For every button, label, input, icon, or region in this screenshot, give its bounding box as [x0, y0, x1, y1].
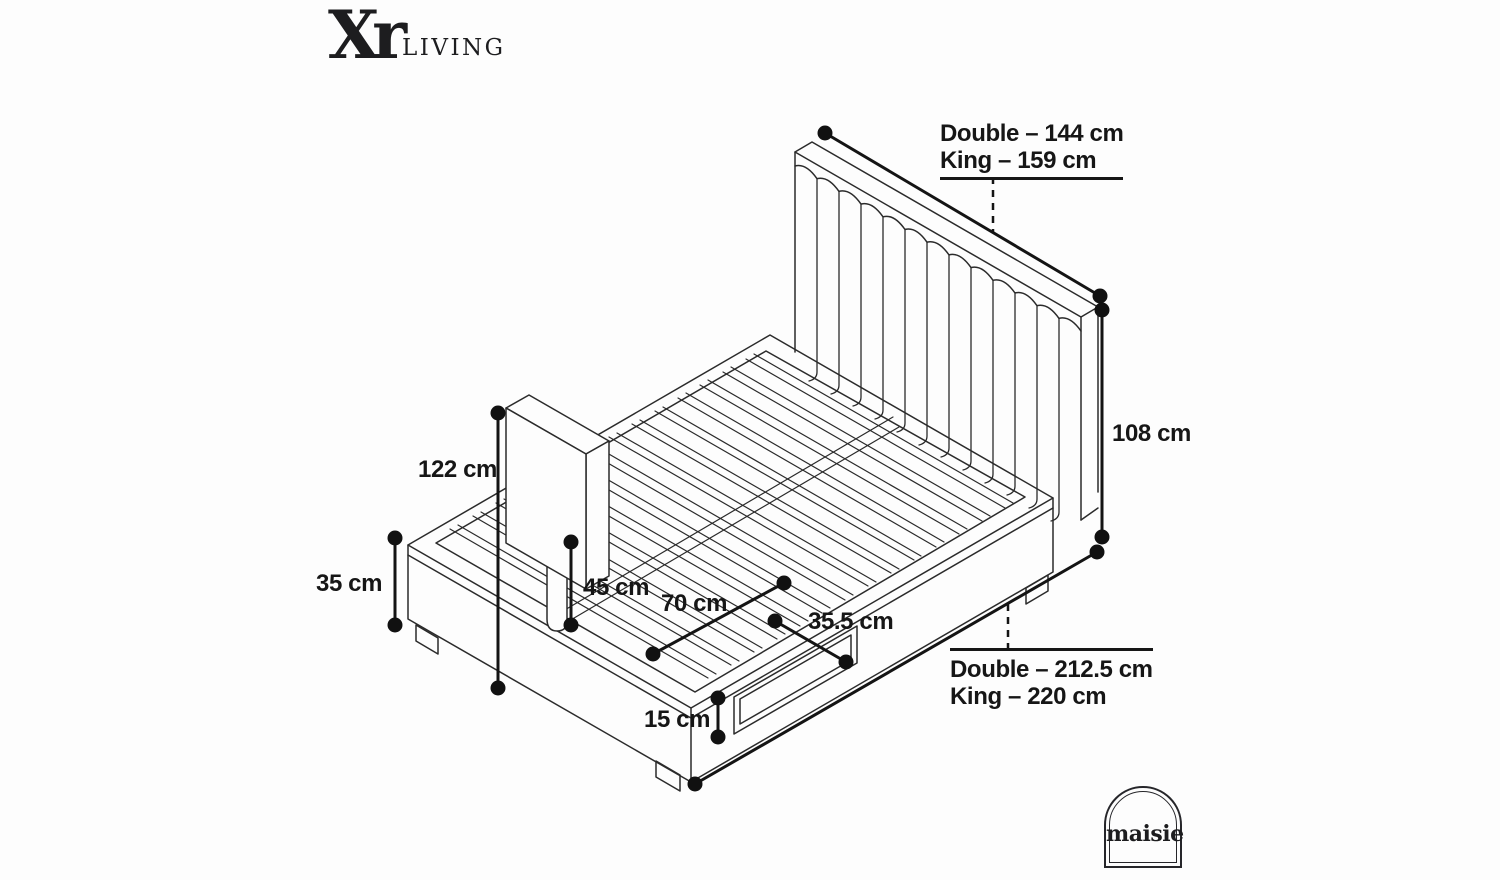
centre-rail	[562, 416, 900, 622]
dim-label-drawer-width: 35.5 cm	[808, 608, 894, 635]
headboard-channel-scallops	[794, 164, 1082, 332]
headboard-right-bottom-edge	[1080, 507, 1099, 521]
slats	[449, 353, 1014, 679]
dim-label-length-king: King – 220 cm	[950, 683, 1107, 710]
dim-label-headboard-width-king: King – 159 cm	[940, 147, 1097, 174]
dim-label-headboard-height: 108 cm	[1112, 420, 1191, 447]
dim-line-bracket-width	[651, 581, 786, 656]
frame-foot-head	[1025, 574, 1049, 605]
dim-line-length	[693, 550, 1099, 786]
dim-label-drawer-height: 15 cm	[644, 706, 711, 733]
dimension-leaders	[991, 177, 1010, 650]
dim-label-tv-mount-height: 122 cm	[418, 456, 497, 483]
dim-label-headboard-width-double: Double – 144 cm	[940, 120, 1124, 147]
dim-line-headboard-width	[823, 131, 1102, 298]
dim-label-bracket-height: 45 cm	[583, 574, 650, 601]
frame-foot-face	[407, 544, 692, 783]
dim-label-headboard-width: Double – 144 cm King – 159 cm	[940, 120, 1124, 180]
maisie-stamp-text: maisie	[1106, 821, 1184, 847]
dim-label-base-height: 35 cm	[316, 570, 383, 597]
frame-foot-front	[655, 760, 681, 792]
drawer-front-outer	[733, 625, 858, 735]
bed-frame	[407, 334, 1054, 792]
frame-foot-left	[415, 624, 439, 655]
brand-logo-wordmark: LIVING	[401, 35, 506, 61]
brand-logo: Xr LIVING	[328, 2, 506, 68]
maisie-stamp-inner-arch	[1109, 791, 1177, 863]
dim-line-drawer-width	[773, 619, 848, 664]
dim-label-length-double: Double – 212.5 cm	[950, 656, 1153, 683]
slat-base	[449, 353, 1014, 679]
dim-label-bracket-width: 70 cm	[661, 590, 728, 617]
dim-label-length: Double – 212.5 cm King – 220 cm	[950, 648, 1153, 710]
tv-bracket-side-face	[585, 440, 610, 590]
brand-logo-mark: Xr	[328, 0, 407, 74]
frame-top-rim-inner	[435, 350, 1026, 693]
dimension-dots	[387, 125, 1110, 792]
frame-front-face	[690, 497, 1054, 783]
maisie-stamp: maisie	[1104, 786, 1184, 868]
